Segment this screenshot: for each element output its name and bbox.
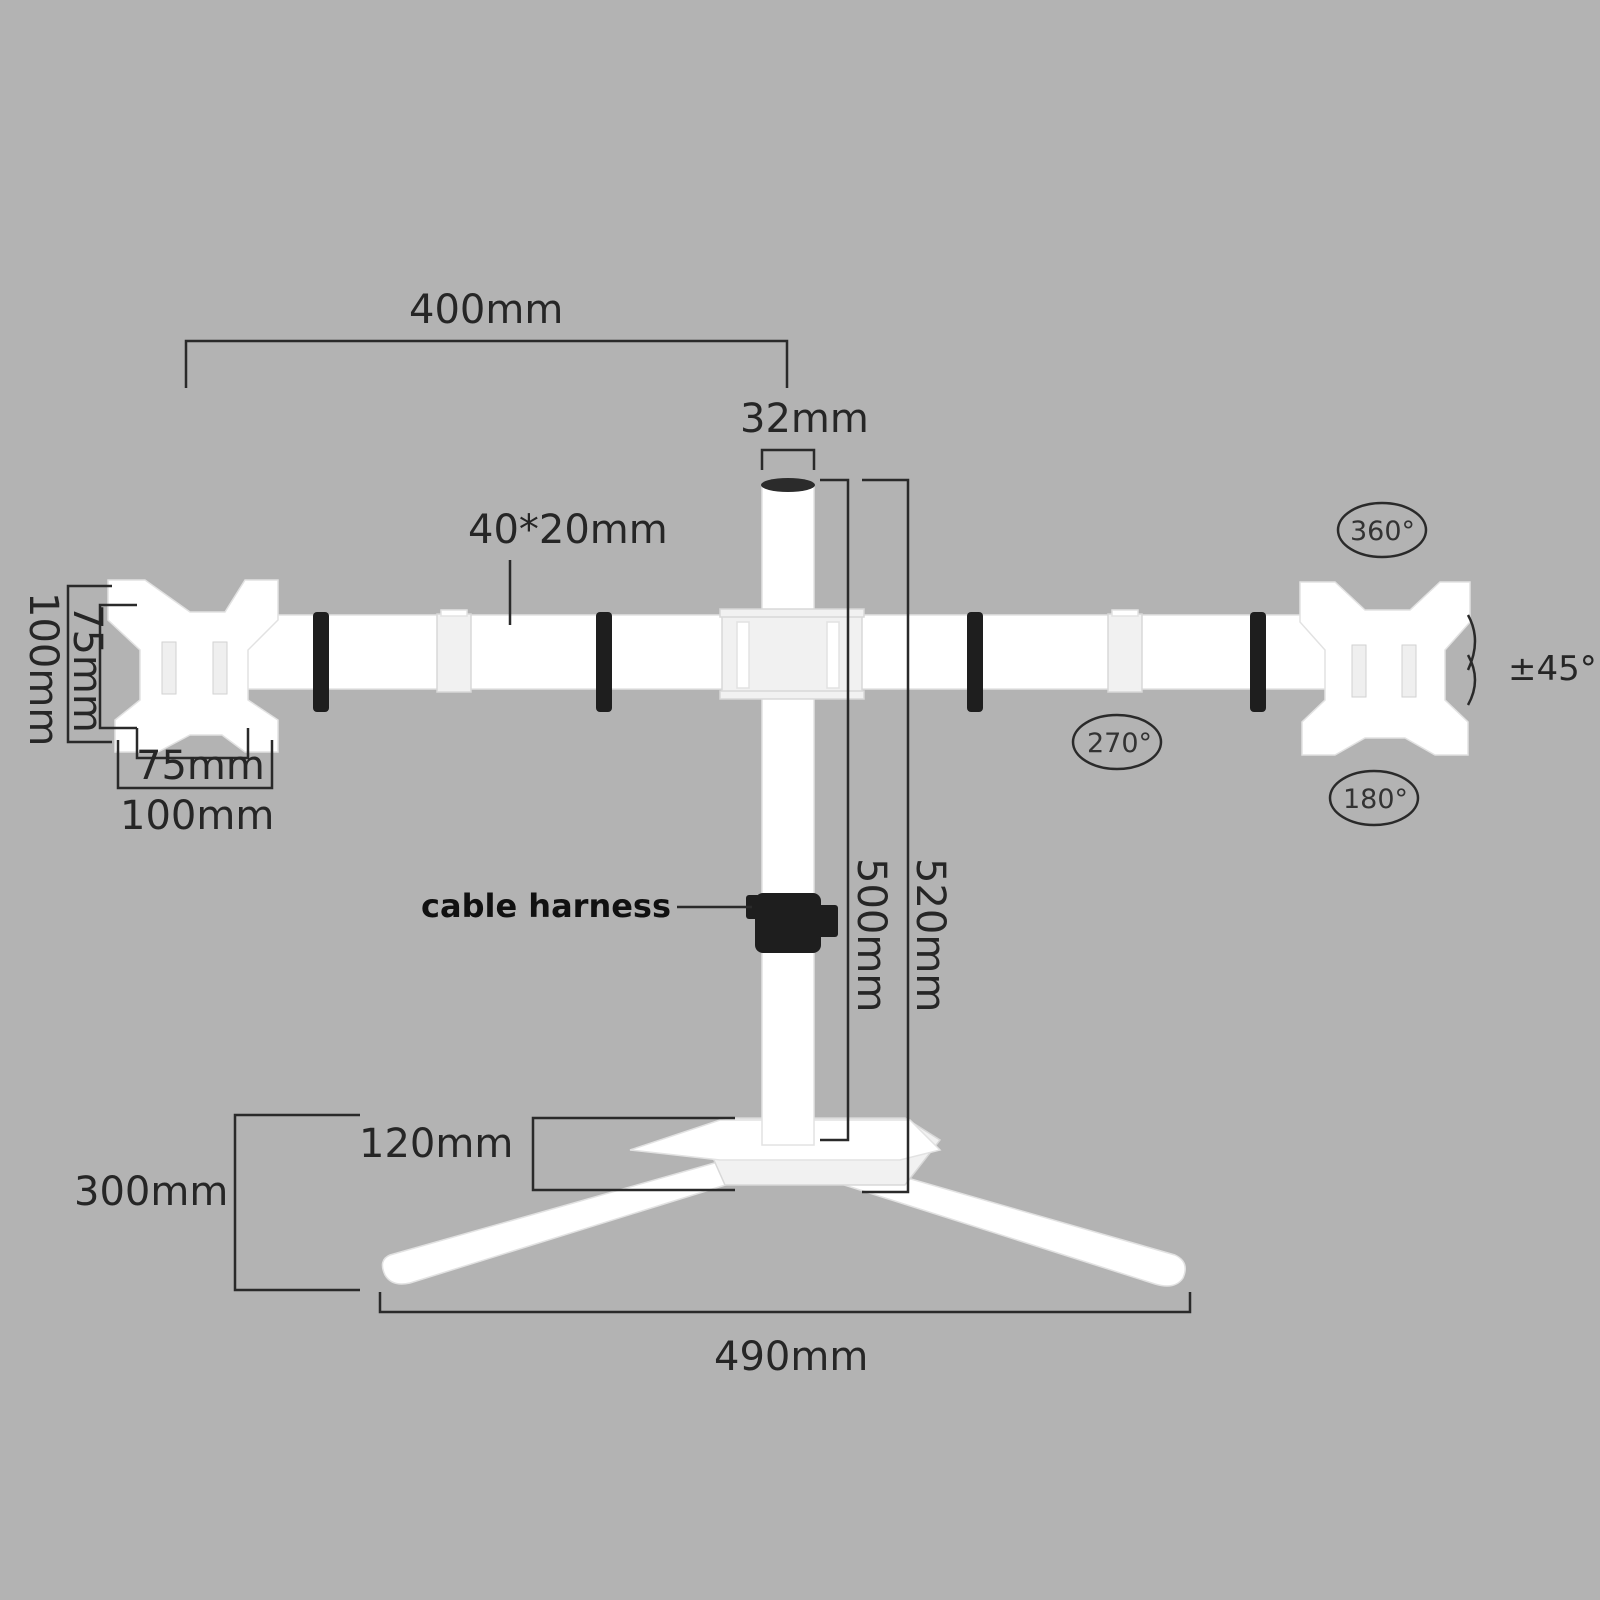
pivot-label: 180°: [1343, 784, 1408, 815]
base-depth-label: 300mm: [74, 1169, 228, 1215]
cable-clips: [313, 612, 1266, 712]
dimension-lines: [66, 339, 1192, 1314]
vesa-plate-left: [107, 579, 279, 753]
pole-height-label: 500mm: [848, 858, 894, 1012]
arm-rotation-label: 270°: [1087, 728, 1152, 759]
cable-harness-label: cable harness: [421, 887, 671, 925]
swivel-icon: [1336, 501, 1428, 559]
total-height-label: 520mm: [907, 858, 953, 1012]
vesa-width-large-label: 100mm: [120, 793, 274, 839]
horizontal-arm: [239, 608, 1341, 700]
base-plate-label: 120mm: [359, 1121, 513, 1167]
cable-harness: [746, 893, 838, 953]
rotation-marks: [1071, 501, 1477, 827]
arm-profile-label: 40*20mm: [468, 507, 668, 553]
vesa-width-small-label: 75mm: [136, 743, 265, 789]
tilt-label: ±45°: [1508, 649, 1597, 689]
pole-diameter-label: 32mm: [740, 396, 869, 442]
rotate-icon: [1071, 713, 1163, 771]
vesa-plate-right: [1299, 581, 1471, 756]
vesa-height-large-label: 100mm: [20, 592, 66, 746]
base-width-label: 490mm: [714, 1334, 868, 1380]
pole: [761, 478, 815, 1146]
tilt-icon: [1466, 614, 1477, 706]
arm-length-label: 400mm: [409, 287, 563, 333]
vesa-height-small-label: 75mm: [64, 604, 110, 733]
swivel-label: 360°: [1350, 516, 1415, 547]
pivot-icon: [1328, 769, 1420, 827]
